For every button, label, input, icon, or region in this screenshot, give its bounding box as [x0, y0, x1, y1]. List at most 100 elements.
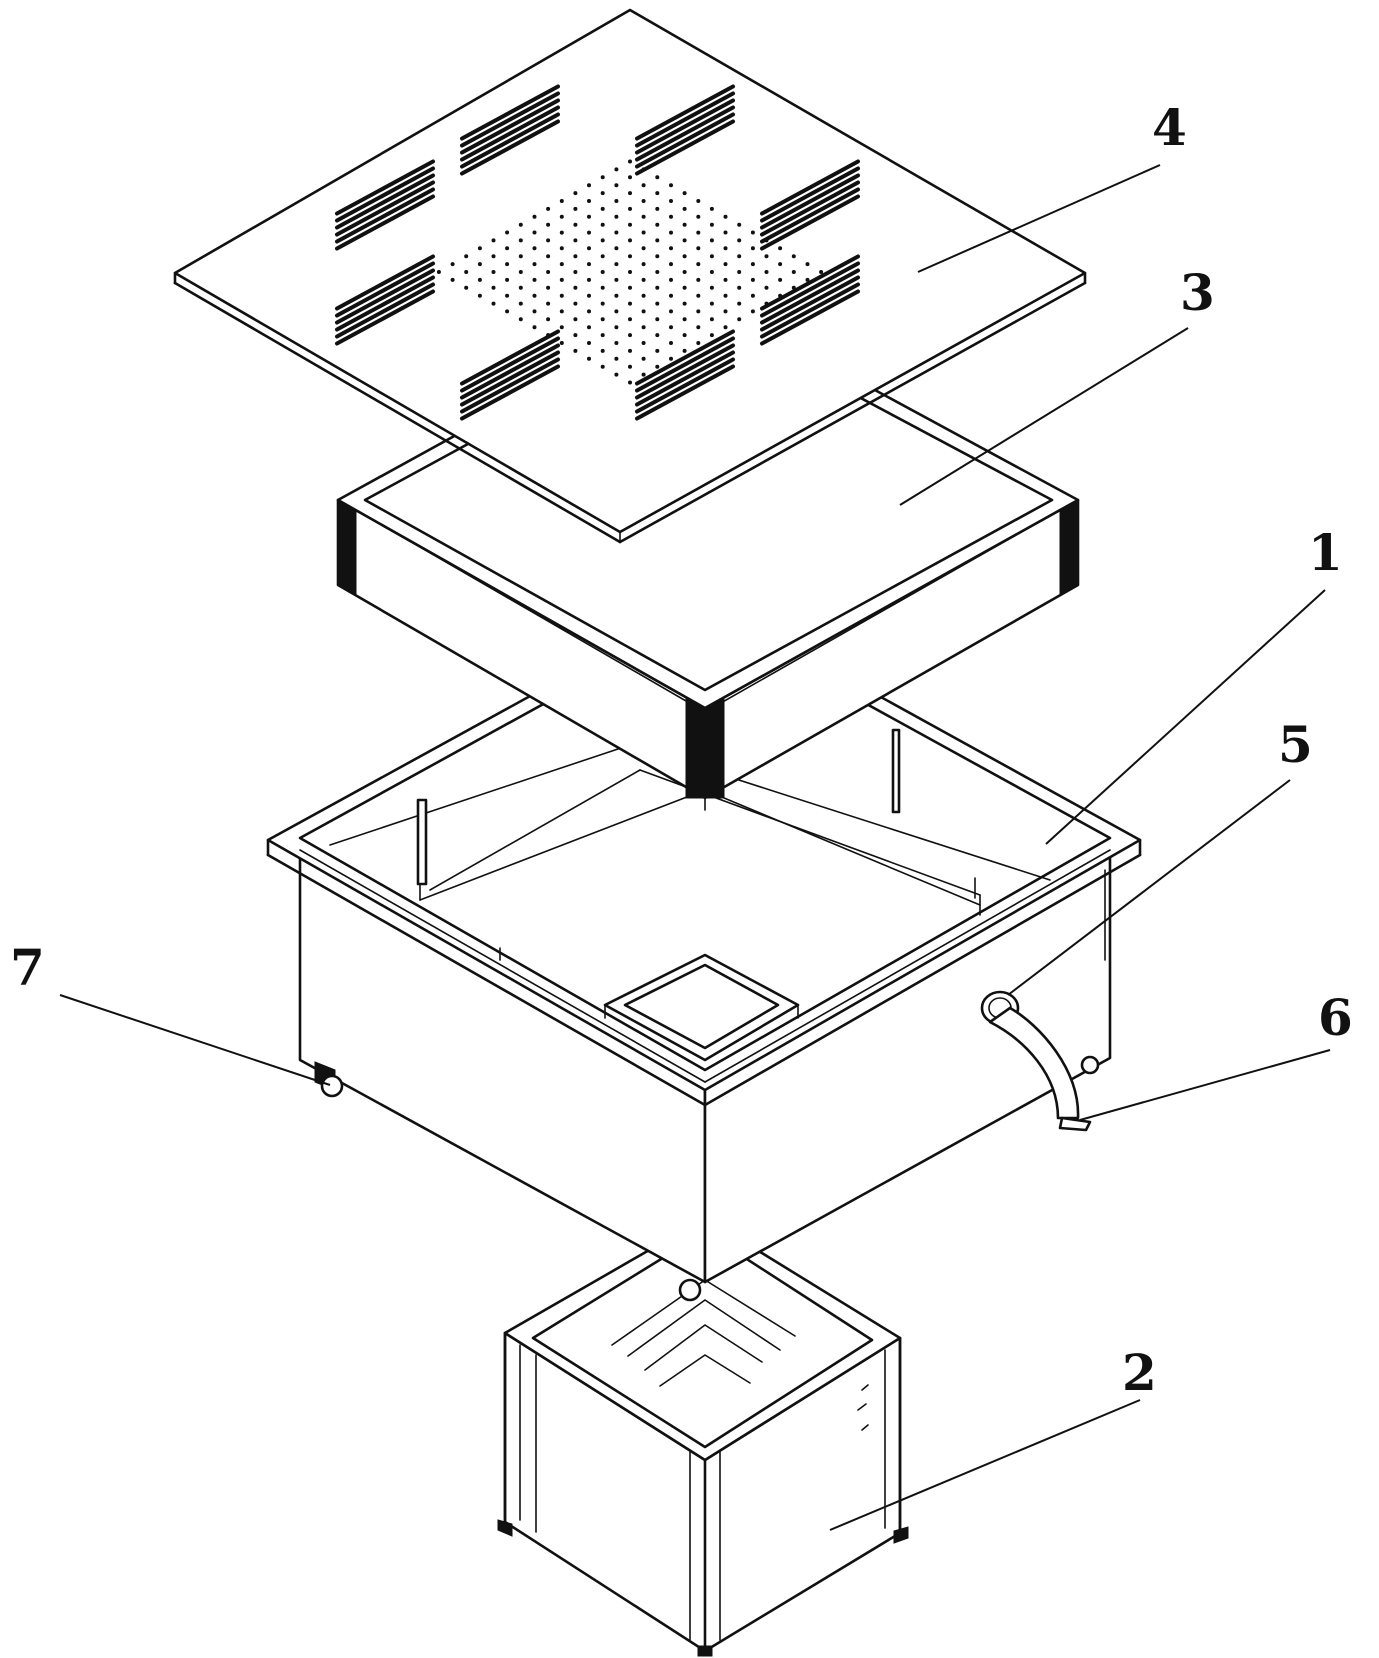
perforation-hole [669, 341, 673, 345]
perforation-hole [723, 293, 728, 298]
perforation-hole [682, 333, 687, 338]
perforation-hole [669, 277, 673, 282]
perforation-hole [477, 262, 482, 267]
perforation-hole [532, 293, 537, 298]
perforation-hole [628, 380, 632, 385]
perforation-hole [723, 246, 728, 251]
vent-slot [760, 289, 860, 346]
perforation-hole [614, 167, 619, 172]
vent-slot [760, 187, 860, 244]
perforation-hole [532, 246, 537, 251]
perforation-hole [628, 175, 632, 180]
vent-slot [335, 261, 435, 318]
perforation-hole [696, 293, 701, 298]
perforation-hole [587, 293, 591, 298]
perforation-hole [491, 301, 496, 306]
perforation-hole [477, 246, 482, 251]
perforation-hole [600, 364, 605, 369]
label-1: 1 [1308, 523, 1343, 582]
vent-slot [460, 364, 560, 421]
perforation-hole [532, 230, 537, 235]
vent-slot [635, 364, 735, 421]
perforation-hole [641, 262, 646, 267]
vent-slot [335, 194, 435, 251]
perforation-hole [505, 293, 510, 298]
perforation-hole [477, 277, 482, 282]
perforation-hole [723, 277, 728, 282]
perforation-hole [655, 333, 660, 338]
perforation-hole [573, 333, 578, 338]
perforation-hole [600, 175, 605, 180]
label-2: 2 [1122, 1343, 1157, 1402]
perforation-hole [682, 285, 687, 290]
perforation-hole [600, 301, 605, 306]
perforation-hole [600, 206, 605, 211]
perforation-hole [614, 356, 619, 361]
perforation-hole [805, 277, 810, 282]
perforation-hole [587, 183, 591, 188]
perforation-hole [696, 262, 701, 267]
perforation-hole [750, 246, 755, 251]
label-4: 4 [1152, 98, 1187, 157]
perforation-hole [750, 230, 755, 235]
part-1-plenum-box [266, 598, 1142, 1302]
perforation-hole [587, 325, 591, 330]
perforation-hole [696, 246, 701, 251]
perforation-hole [655, 222, 660, 227]
perforation-hole [505, 262, 510, 267]
perforation-hole [709, 301, 714, 306]
vent-slot [760, 180, 860, 237]
vent-slot [635, 84, 735, 141]
perforation-hole [505, 277, 510, 282]
perforation-hole [491, 238, 496, 243]
perforation-hole [682, 222, 687, 227]
perforation-hole [559, 325, 564, 330]
perforation-hole [641, 325, 646, 330]
perforation-hole [750, 277, 755, 282]
vent-slot [335, 159, 435, 216]
perforation-hole [709, 285, 714, 290]
perforation-hole [600, 333, 605, 338]
perforation-hole [641, 277, 646, 282]
perforation-hole [641, 199, 646, 203]
perforation-hole [587, 199, 591, 203]
perforation-hole [573, 222, 578, 227]
perforation-hole [587, 214, 591, 219]
perforation-hole [628, 285, 632, 290]
perforation-hole [587, 246, 591, 251]
perforation-hole [696, 214, 701, 219]
perforation-hole [723, 325, 728, 330]
perforation-hole [628, 364, 632, 369]
perforation-hole [628, 254, 632, 259]
perforation-hole [436, 270, 441, 274]
perforation-hole [532, 277, 537, 282]
perforation-hole [682, 348, 687, 353]
perforation-hole [682, 254, 687, 259]
perforation-hole [600, 222, 605, 227]
perforation-hole [477, 293, 482, 298]
perforation-hole [805, 262, 810, 267]
perforation-hole [505, 246, 510, 251]
perforation-hole [573, 191, 578, 196]
perforation-hole [737, 254, 742, 259]
label-5: 5 [1278, 715, 1313, 774]
perforation-hole [573, 317, 578, 322]
perforation-hole [655, 348, 660, 353]
perforation-hole [655, 270, 660, 274]
perforation-hole [532, 262, 537, 267]
vent-slot [335, 254, 435, 311]
perforation-hole [532, 214, 537, 219]
perforation-hole [505, 309, 510, 314]
perforation-hole [573, 238, 578, 243]
vent-slot [635, 112, 735, 169]
perforation-hole [628, 222, 632, 227]
perforation-hole [709, 317, 714, 322]
perforation-hole [518, 238, 523, 243]
perforation-hole [737, 301, 742, 306]
vent-slot [460, 98, 560, 155]
vent-slot [635, 350, 735, 407]
vent-slot [335, 187, 435, 244]
perforation-hole [518, 222, 523, 227]
perforation-hole [669, 246, 673, 251]
perforation-hole [791, 270, 796, 274]
